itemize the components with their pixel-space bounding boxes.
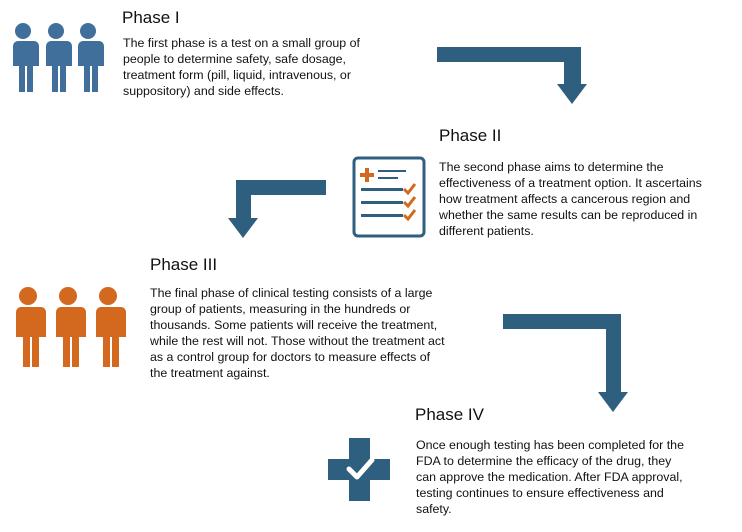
text-line: whether the same results can be reproduc… — [439, 208, 698, 222]
text-line: the treatment against. — [150, 366, 270, 380]
text-line: while the rest will not. Those without t… — [150, 334, 445, 348]
flow-arrow-3 — [503, 314, 628, 412]
text-line: as a control group for doctors to measur… — [150, 350, 431, 364]
text-line: people to determine safety, safe dosage, — [123, 52, 346, 66]
phase-4-title: Phase IV — [415, 405, 484, 424]
phase-3-description: The final phase of clinical testing cons… — [150, 285, 495, 381]
people-blue-icon — [12, 23, 104, 92]
cross-check-icon — [328, 438, 390, 501]
phase-3-title: Phase III — [150, 255, 218, 274]
people-orange-icon — [15, 287, 126, 367]
phase-4-description: Once enough testing has been completed f… — [416, 437, 726, 517]
phase-2-title: Phase II — [439, 126, 502, 145]
phase-2-description: The second phase aims to determine the e… — [439, 159, 739, 239]
text-line: The second phase aims to determine the — [439, 160, 664, 174]
text-line: effectiveness of a treatment option. It … — [439, 176, 702, 190]
text-line: testing continues to ensure effectivenes… — [416, 486, 664, 500]
text-line: thousands. Some patients will receive th… — [150, 318, 438, 332]
phase-1-description: The first phase is a test on a small gro… — [123, 35, 423, 99]
text-line: suppository) and side effects. — [123, 84, 284, 98]
medical-checklist-icon — [352, 156, 426, 238]
text-line: treatment form (pill, liquid, intravenou… — [123, 68, 351, 82]
text-line: can approve the medication. After FDA ap… — [416, 470, 683, 484]
text-line: FDA to determine the efficacy of the dru… — [416, 454, 672, 468]
text-line: safety. — [416, 502, 452, 516]
text-line: different patients. — [439, 224, 534, 238]
flow-arrow-2 — [228, 180, 326, 238]
text-line: The final phase of clinical testing cons… — [150, 286, 433, 300]
text-line: how treatment affects a cancerous region… — [439, 192, 691, 206]
text-line: group of patients, measuring in the hund… — [150, 302, 411, 316]
flow-arrow-1 — [437, 47, 587, 104]
phase-1-title: Phase I — [122, 8, 180, 27]
text-line: Once enough testing has been completed f… — [416, 438, 684, 452]
text-line: The first phase is a test on a small gro… — [123, 36, 360, 50]
